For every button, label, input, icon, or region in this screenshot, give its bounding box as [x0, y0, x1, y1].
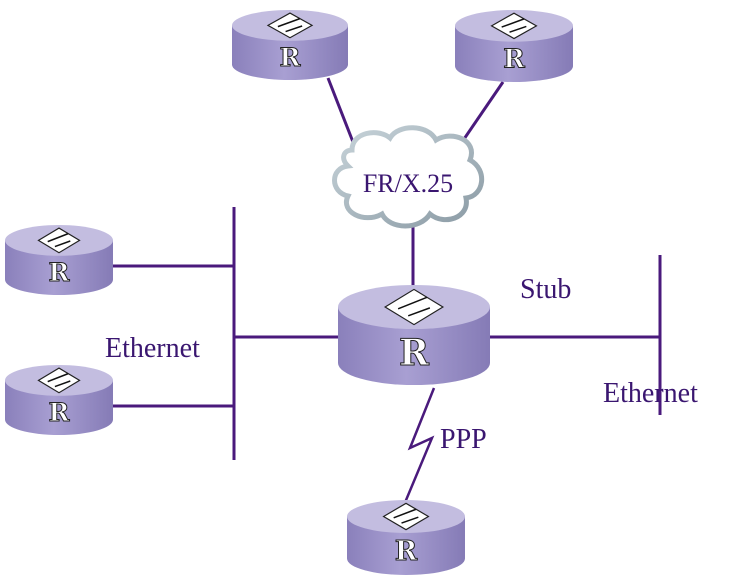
router-body — [455, 25, 573, 82]
router-diamond-icon — [266, 12, 314, 39]
ethernet-right-label: Ethernet — [603, 378, 698, 409]
router-letter: R — [399, 332, 430, 374]
link-top-right — [460, 81, 505, 143]
router-letter: R — [395, 536, 418, 567]
ppp-link — [402, 387, 436, 506]
router-body — [5, 240, 113, 296]
router-left-upper: R — [5, 225, 113, 296]
router-diamond-icon — [37, 227, 81, 254]
router-letter: R — [49, 257, 71, 287]
stub-label: Stub — [520, 274, 571, 305]
ppp-label: PPP — [440, 424, 487, 455]
router-letter: R — [503, 45, 525, 75]
cloud-label: FR/X.25 — [363, 169, 453, 198]
router-body — [5, 380, 113, 435]
router-body — [338, 307, 490, 385]
router-diamond-icon — [37, 367, 81, 394]
router-diamond-icon — [383, 288, 445, 326]
router-diamond-icon — [382, 502, 430, 531]
cloud-shape — [332, 125, 485, 229]
router-diamond-icon — [490, 12, 538, 40]
link-top-left — [326, 77, 355, 143]
router-body — [347, 516, 465, 575]
router-top-right: R — [455, 10, 573, 82]
router-letter: R — [49, 397, 71, 427]
router-letter: R — [280, 42, 302, 72]
router-body — [232, 25, 348, 80]
router-left-lower: R — [5, 365, 113, 435]
router-bottom: R — [347, 500, 465, 575]
router-top-left: R — [232, 10, 348, 80]
router-center: R — [338, 285, 490, 385]
ethernet-left-label: Ethernet — [105, 333, 200, 364]
